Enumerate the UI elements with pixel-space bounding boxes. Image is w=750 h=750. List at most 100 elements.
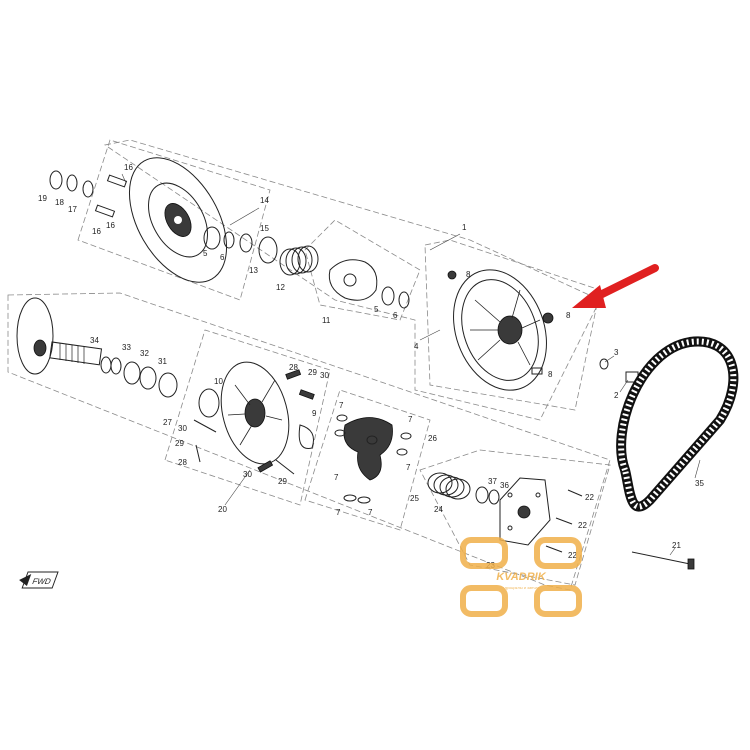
bolt-16b xyxy=(94,204,116,218)
group-box-cam xyxy=(304,389,431,531)
weight-28b xyxy=(298,389,315,400)
callout-30: 30 xyxy=(178,424,187,433)
callout-32: 32 xyxy=(140,349,149,358)
callout-7: 7 xyxy=(406,463,411,472)
nut-8b xyxy=(542,312,554,324)
washer-37 xyxy=(475,486,489,504)
washer-18 xyxy=(66,174,78,192)
bushing-5 xyxy=(203,226,221,250)
callout-7: 7 xyxy=(334,473,339,482)
callout-35: 35 xyxy=(695,479,704,488)
bushing-31a xyxy=(139,366,157,390)
callout-27: 27 xyxy=(163,418,172,427)
fwd-orientation-badge: FWD xyxy=(19,571,59,589)
drive-belt-35 xyxy=(616,336,739,512)
callout-22: 22 xyxy=(568,551,577,560)
callout-4: 4 xyxy=(414,342,419,351)
callout-26: 26 xyxy=(428,434,437,443)
washer-6 xyxy=(223,231,235,249)
spring-12 xyxy=(279,245,319,276)
callout-17: 17 xyxy=(68,205,77,214)
bushing-31b xyxy=(158,372,178,398)
callout-7: 7 xyxy=(336,508,341,517)
callout-37: 37 xyxy=(488,477,497,486)
ring-9 xyxy=(298,424,314,450)
callout-24: 24 xyxy=(434,505,443,514)
callout-7: 7 xyxy=(408,415,413,424)
movable-sheave-20-hub xyxy=(244,398,266,428)
callout-29: 29 xyxy=(175,439,184,448)
callout-3: 3 xyxy=(614,348,619,357)
callout-22: 22 xyxy=(585,493,594,502)
long-bolt-21-head xyxy=(687,558,695,570)
callout-6: 6 xyxy=(393,311,398,320)
washer-19 xyxy=(49,170,63,190)
roller-7e xyxy=(343,494,357,502)
roller-7b xyxy=(400,432,412,440)
ring-33a xyxy=(100,356,112,374)
pin-27 xyxy=(193,419,217,433)
callout-6: 6 xyxy=(220,253,225,262)
callout-5: 5 xyxy=(203,249,208,258)
pin-29 xyxy=(275,459,295,475)
bolt-22c xyxy=(545,545,563,553)
callout-1: 1 xyxy=(462,223,467,232)
callout-9: 9 xyxy=(312,409,317,418)
callout-7: 7 xyxy=(339,401,344,410)
callout-25: 25 xyxy=(410,494,419,503)
housing-1 xyxy=(453,269,547,391)
watermark-brand: KVADRIK xyxy=(496,571,546,583)
callout-30: 30 xyxy=(243,470,252,479)
callout-12: 12 xyxy=(276,283,285,292)
shaft-34 xyxy=(49,341,103,366)
callout-2: 2 xyxy=(614,391,619,400)
callout-30: 30 xyxy=(320,371,329,380)
group-box-primary-assembly xyxy=(103,139,601,421)
fixed-sheave-inner-ring xyxy=(148,182,208,258)
spider-bore xyxy=(343,273,357,287)
group-box-cover-plate xyxy=(419,449,611,586)
pin-28 xyxy=(195,444,201,463)
nut-8a xyxy=(447,270,457,280)
callout-28: 28 xyxy=(178,458,187,467)
plate-hole-c xyxy=(507,525,513,531)
hub-bore xyxy=(174,216,182,224)
weight-28c xyxy=(257,460,274,473)
callout-8: 8 xyxy=(466,270,471,279)
bolt-22a xyxy=(567,489,583,497)
callout-13: 13 xyxy=(249,266,258,275)
callout-labels: 16 19 18 17 16 16 14 15 5 6 13 12 11 5 6… xyxy=(38,163,704,570)
callout-7: 7 xyxy=(368,508,373,517)
callout-29: 29 xyxy=(278,477,287,486)
callout-8: 8 xyxy=(548,370,553,379)
callout-21: 21 xyxy=(672,541,681,550)
bolt-22b xyxy=(555,517,573,525)
washer-6b xyxy=(398,291,410,309)
spider-11 xyxy=(328,259,378,301)
callout-8: 8 xyxy=(566,311,571,320)
fwd-label: FWD xyxy=(31,577,52,586)
callout-10: 10 xyxy=(214,377,223,386)
bolt-16 xyxy=(106,174,128,188)
callout-5: 5 xyxy=(374,305,379,314)
callout-36: 36 xyxy=(500,481,509,490)
callout-29: 29 xyxy=(308,368,317,377)
shaft-splines xyxy=(59,343,85,364)
callout-22: 22 xyxy=(578,521,587,530)
callout-31: 31 xyxy=(158,357,167,366)
cam-hole xyxy=(366,435,378,445)
housing-1-ribs xyxy=(470,289,541,366)
fixed-sheave xyxy=(128,157,228,283)
callout-33: 33 xyxy=(122,343,131,352)
housing-1-hub xyxy=(497,315,523,345)
callout-14: 14 xyxy=(260,196,269,205)
spacer-13 xyxy=(258,236,278,264)
sheave-34-hub xyxy=(33,339,47,357)
callout-15: 15 xyxy=(260,224,269,233)
watermark-tagline: квадроциклы и запчасти xyxy=(498,585,543,590)
pointer-arrow xyxy=(572,264,659,308)
group-box-spider xyxy=(304,219,421,321)
roller-7d xyxy=(396,448,408,456)
plate-hub xyxy=(517,505,531,519)
